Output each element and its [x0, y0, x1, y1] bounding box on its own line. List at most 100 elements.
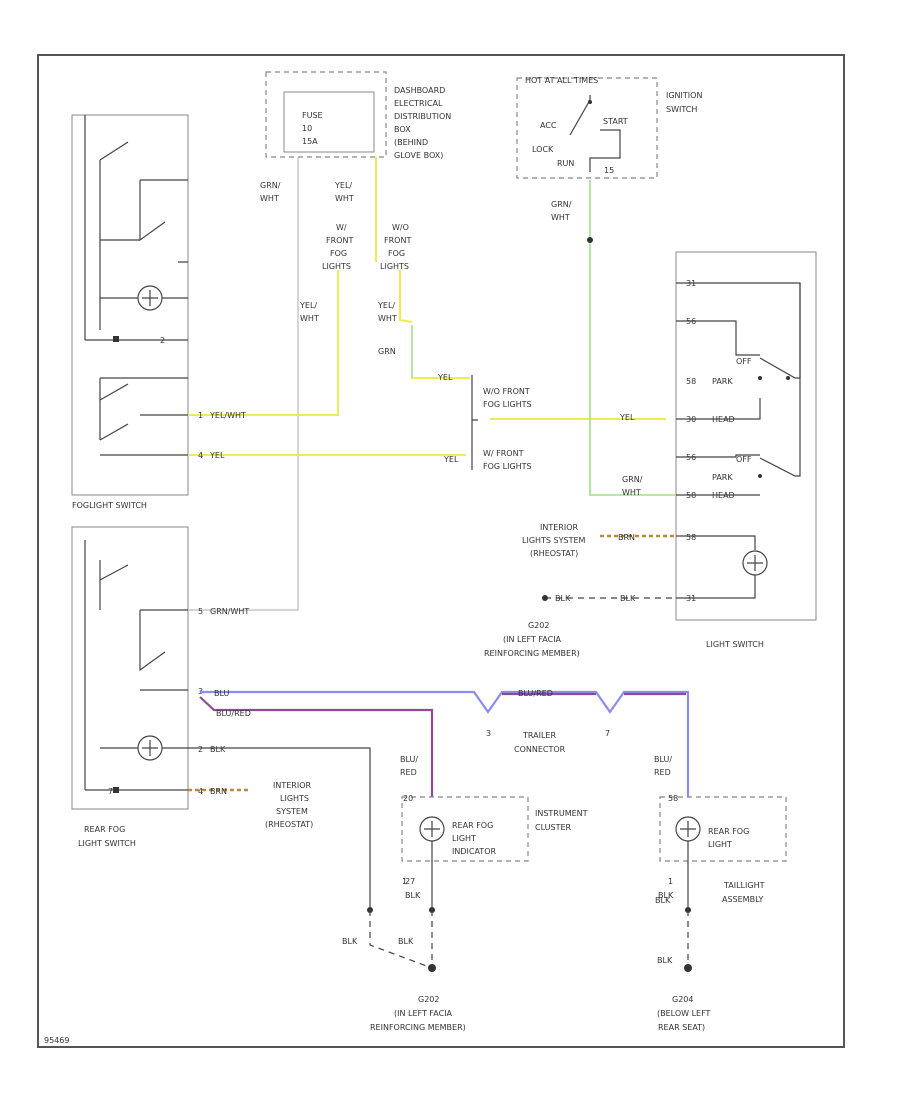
wire-yel-wht-w-front — [188, 270, 339, 416]
pin-label: 4 — [198, 451, 203, 460]
interior-lights-2-c: SYSTEM — [276, 807, 308, 816]
pin-label: 2 — [160, 336, 165, 345]
ignition-pos-acc: ACC — [540, 121, 557, 130]
ground-g202-top-3: REINFORCING MEMBER) — [484, 649, 580, 658]
option-selector — [471, 375, 478, 470]
wire-label-yel-wht-3: WHT — [378, 314, 397, 323]
taillight-assembly: BLU/ RED 58 REAR FOG LIGHT TAILLIGHT ASS… — [654, 755, 787, 910]
interior-lights-1-b: LIGHTS SYSTEM — [522, 536, 586, 545]
diag-w-front-3: FOG — [330, 249, 347, 258]
interior-lights-2-d: (RHEOSTAT) — [265, 820, 313, 829]
diag-wo-front-3: FOG — [388, 249, 405, 258]
wire-label-blu-red-4: BLU/ — [654, 755, 672, 764]
fuse-rating: 15A — [302, 137, 318, 146]
wire-label-yel-wht: WHT — [335, 194, 354, 203]
wire-label-grn-wht-3: WHT — [622, 488, 641, 497]
rear-fog-light-2: LIGHT — [708, 840, 732, 849]
wire-blu — [200, 690, 690, 797]
box-label-4: BOX — [394, 125, 411, 134]
pin-label: 31 — [686, 279, 696, 288]
wire-label-blu-red-2: BLU/RED — [518, 689, 553, 698]
pin-label: 1 — [198, 411, 203, 420]
ls-pos-park-2: PARK — [712, 473, 733, 482]
pin-label: 58 — [668, 794, 678, 803]
wire-label-blu-red-3: BLU/ — [400, 755, 418, 764]
fuse-label: FUSE — [302, 111, 323, 120]
wire-label-blk-4: BLK — [342, 937, 358, 946]
diag-w-front-2: FRONT — [326, 236, 353, 245]
diag-w-front-4: LIGHTS — [322, 262, 351, 271]
wire-grn-wht-ignition — [589, 180, 676, 496]
wire-label-grn-wht: WHT — [260, 194, 279, 203]
wire-label-blu-red-4: RED — [654, 768, 671, 777]
wire-label-yel-1: YEL — [437, 373, 453, 382]
box-label-1: DASHBOARD — [394, 86, 445, 95]
option-wo-front-1: W/O FRONT — [483, 387, 530, 396]
wire-label-blu: BLU — [214, 689, 230, 698]
taillight-assembly-2: ASSEMBLY — [722, 895, 763, 904]
ignition-hot-label: HOT AT ALL TIMES — [525, 76, 598, 85]
option-wo-front-2: FOG LIGHTS — [483, 400, 532, 409]
rear-fog-light-1: REAR FOG — [708, 827, 749, 836]
ground-g202-top-1: G202 — [528, 621, 549, 630]
option-w-front-1: W/ FRONT — [483, 449, 524, 458]
trailer-connector-1: TRAILER — [522, 731, 556, 740]
rear-fog-switch-label-2: LIGHT SWITCH — [78, 839, 136, 848]
wire-label-blu-red-3: RED — [400, 768, 417, 777]
wire-label-yel-3: YEL — [443, 455, 459, 464]
ignition-pos-lock: LOCK — [532, 145, 554, 154]
wire-label-brn-1: BRN — [618, 533, 635, 542]
pin-label: 7 — [108, 787, 113, 796]
ground-g202-bottom-3: REINFORCING MEMBER) — [370, 1023, 466, 1032]
wire-label-blk-2: BLK — [620, 594, 636, 603]
pin-label: 5 — [198, 607, 203, 616]
ground-g204-1: G204 — [672, 995, 693, 1004]
ignition-pos-start: START — [603, 117, 628, 126]
wire-label-yel-wht-2: WHT — [300, 314, 319, 323]
wire-label-yel-switch: YEL — [209, 451, 225, 460]
ignition-pos-run: RUN — [557, 159, 574, 168]
ls-pos-park-1: PARK — [712, 377, 733, 386]
wire-label-grn-wht-2: GRN/ — [551, 200, 572, 209]
pin-label: 4 — [198, 787, 203, 796]
diag-wo-front-1: W/O — [392, 223, 409, 232]
ground-wire-rear-switch — [369, 910, 433, 969]
wire-label-yel-2: YEL — [619, 413, 635, 422]
wire-label-yel-wht: YEL/ — [334, 181, 352, 190]
ls-pos-off-1: OFF — [736, 357, 752, 366]
pin-label: 58 — [686, 533, 696, 542]
ground-g202-top-2: (IN LEFT FACIA — [503, 635, 562, 644]
interior-lights-1-a: INTERIOR — [540, 523, 579, 532]
pin-label: 3 — [486, 729, 491, 738]
ignition-switch: HOT AT ALL TIMES ACC LOCK RUN START IGNI… — [516, 76, 702, 179]
diagram-footnote: 95469 — [44, 1036, 69, 1045]
pin-label: 2 — [198, 745, 203, 754]
diag-w-front-1: W/ — [336, 223, 347, 232]
foglight-switch: 2 FOGLIGHT SWITCH — [71, 114, 189, 510]
wire-grn-wht-fuse — [188, 157, 299, 611]
wire-label-grn-wht-3: GRN/ — [622, 475, 643, 484]
foglight-switch-label: FOGLIGHT SWITCH — [72, 501, 147, 510]
ground-g202-bottom-1: G202 — [418, 995, 439, 1004]
trailer-connector-2: CONNECTOR — [514, 745, 566, 754]
ground-g204-2: (BELOW LEFT — [657, 1009, 711, 1018]
box-label-2: ELECTRICAL — [394, 99, 443, 108]
box-label-6: GLOVE BOX) — [394, 151, 443, 160]
rear-fog-indicator-3: INDICATOR — [452, 847, 496, 856]
wire-label-blk-6: BLK — [657, 956, 673, 965]
pin-label: 20 — [403, 794, 413, 803]
dashboard-electrical-distribution-box: FUSE 10 15A DASHBOARD ELECTRICAL DISTRIB… — [265, 71, 451, 160]
rear-fog-light-switch: REAR FOG LIGHT SWITCH — [71, 526, 189, 848]
wire-label-grn-wht-2: WHT — [551, 213, 570, 222]
wire-label-blk-27: 27 — [405, 877, 415, 886]
wire-label-blk-27: BLK — [405, 891, 421, 900]
light-switch-label: LIGHT SWITCH — [706, 640, 764, 649]
wire-label-grn-wht-rear: GRN/WHT — [210, 607, 249, 616]
wire-label-blk-3: BLK — [210, 745, 226, 754]
ignition-switch-label-2: SWITCH — [666, 105, 697, 114]
ignition-switch-label-1: IGNITION — [666, 91, 702, 100]
box-label-5: (BEHIND — [394, 138, 428, 147]
wire-label-blk-7: BLK — [655, 896, 671, 905]
interior-lights-1-c: (RHEOSTAT) — [530, 549, 578, 558]
